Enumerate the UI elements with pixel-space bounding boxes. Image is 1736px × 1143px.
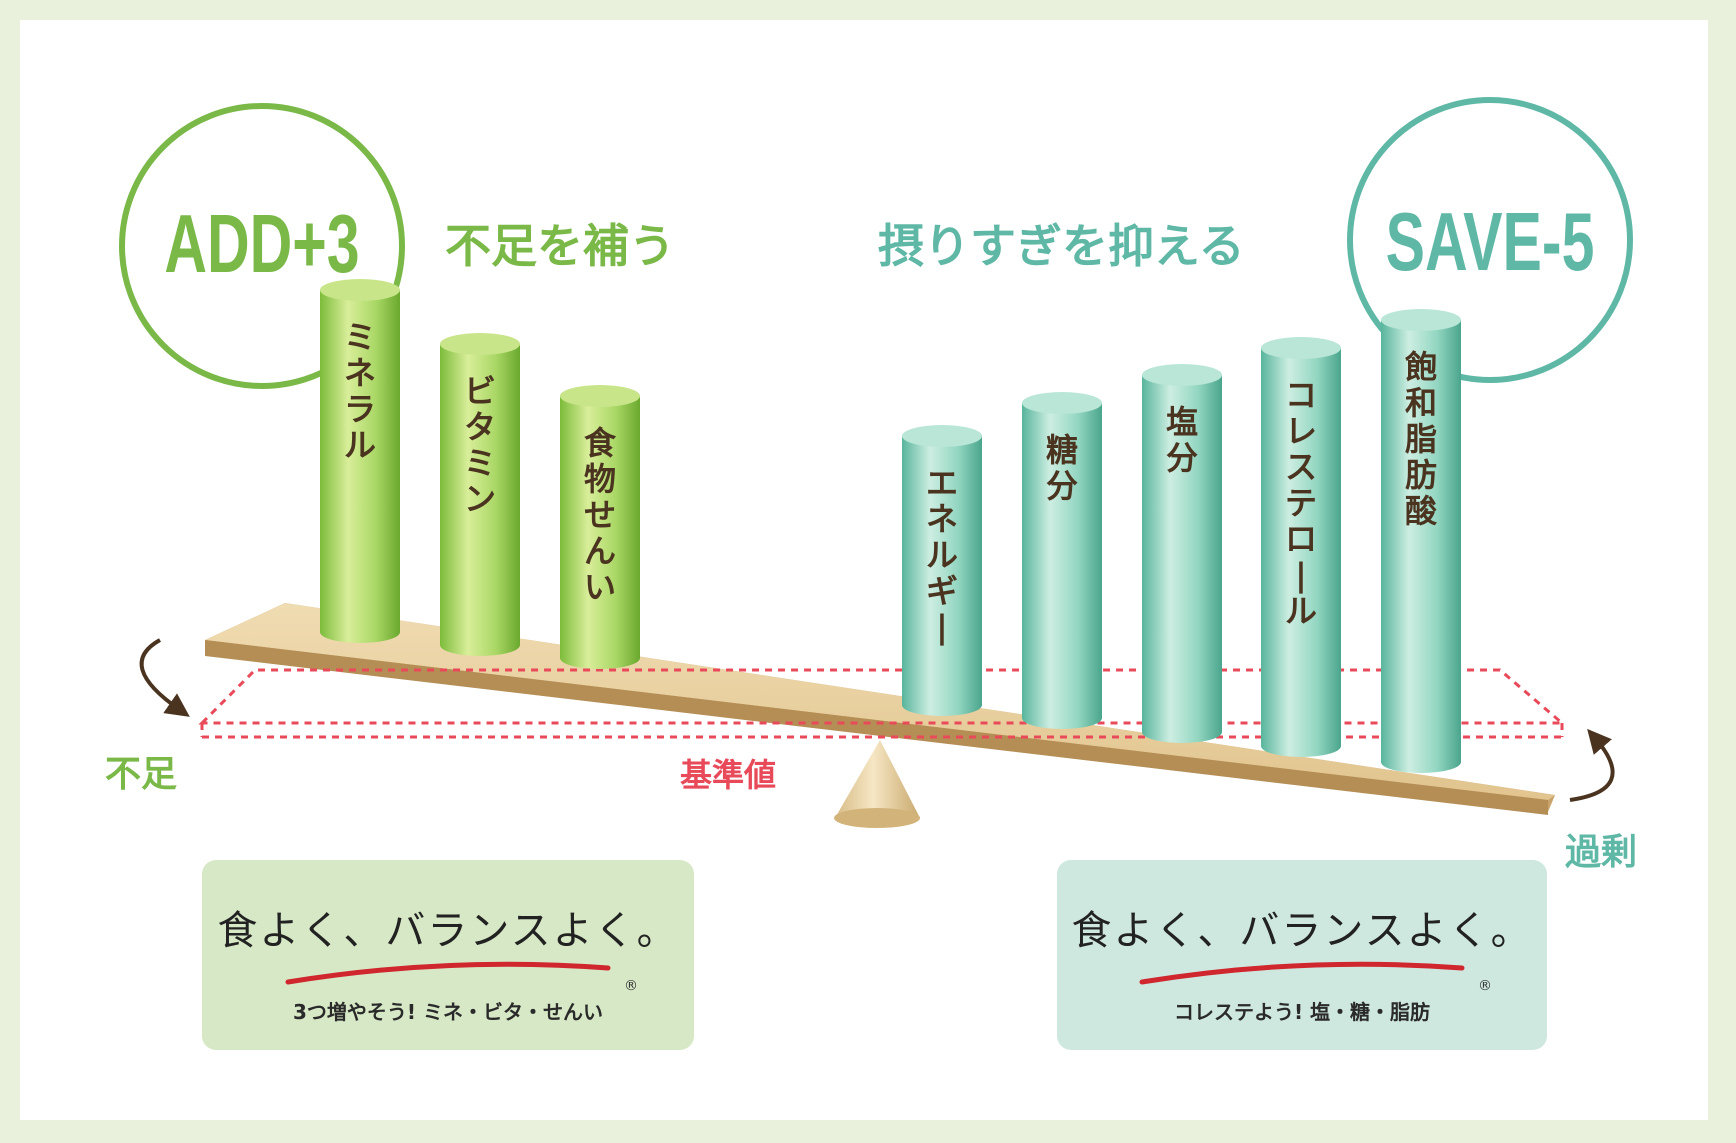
nutrient-label: 飽和脂肪酸 [1405,348,1438,530]
nutrient-bar: ミネラル [320,279,400,643]
nutrient-bar-cap [1381,309,1461,331]
nutrient-bar-cap [560,385,640,407]
nutrient-bar-body [1381,320,1461,773]
nutrient-bar-body [440,344,520,656]
slogan-swoosh-icon: ® [285,961,638,994]
save-badge-caption: 摂りすぎを抑える [878,219,1245,273]
shortage-arrow [139,638,190,717]
add-badge-caption: 不足を補う [445,219,675,273]
seesaw-board [205,603,1555,815]
nutrient-bar-body [320,290,400,643]
nutrient-bar-body [1142,375,1222,743]
nutrient-bar: 飽和脂肪酸 [1381,309,1461,773]
nutrient-bar-body [902,436,982,716]
nutrient-bar: 食物せんい [560,385,640,669]
nutrient-bar: コレステロ|ル [1261,337,1341,757]
nutrient-cylinders: ミネラル ビタミン 食物せんい エネルギ| 糖分 塩分 コレステロ|ル 飽和脂肪酸 [320,279,1461,773]
nutrient-label: 糖分 [1046,431,1078,505]
nutrient-bar: ビタミン [440,333,520,656]
nutrient-bar: 塩分 [1142,364,1222,743]
nutrient-label: ミネラル [344,318,376,464]
baseline-label: 基準値 [680,756,776,794]
registered-mark: ® [624,978,638,994]
save-badge-label: SAVE-5 [1386,196,1595,288]
slogan-badge-right: 食よく、バランスよく。 ® コレステよう! 塩・糖・脂肪 [1057,860,1547,1050]
registered-mark: ® [1478,978,1492,994]
nutrient-bar: エネルギ| [902,425,982,716]
slogan-title: 食よく、バランスよく。 [1071,908,1533,954]
nutrient-bar-body [1022,403,1102,729]
nutrient-bar-cap [1022,392,1102,414]
nutrient-bar-cap [902,425,982,447]
nutrient-label: 塩分 [1166,403,1198,477]
nutrient-bar-body [560,396,640,669]
nutrient-label: ビタミン [464,372,496,518]
nutrient-bar-cap [1142,364,1222,386]
add-badge-circle [119,103,405,389]
excess-arrow [1569,728,1615,802]
excess-label: 過剰 [1565,832,1637,873]
save-badge-circle [1347,97,1633,383]
slogan-badge-left: 食よく、バランスよく。 ® 3つ増やそう! ミネ・ビタ・せんい [202,860,694,1050]
add-badge-label: ADD+3 [164,198,359,290]
nutrient-bar-cap [320,279,400,301]
nutrient-bar-cap [440,333,520,355]
slogan-title: 食よく、バランスよく。 [217,908,679,954]
nutrient-bar-cap [1261,337,1341,359]
fulcrum [834,740,920,828]
nutrient-label: エネルギ| [926,464,958,647]
nutrient-bar: 糖分 [1022,392,1102,729]
shortage-label: 不足 [105,754,177,795]
nutrient-label: コレステロ|ル [1285,376,1317,630]
slogan-subtitle: コレステよう! 塩・糖・脂肪 [1173,1000,1431,1024]
slogan-subtitle: 3つ増やそう! ミネ・ビタ・せんい [293,1000,603,1024]
slogan-swoosh-icon: ® [1139,961,1492,994]
nutrient-bar-body [1261,348,1341,757]
nutrient-label: 食物せんい [584,424,617,606]
